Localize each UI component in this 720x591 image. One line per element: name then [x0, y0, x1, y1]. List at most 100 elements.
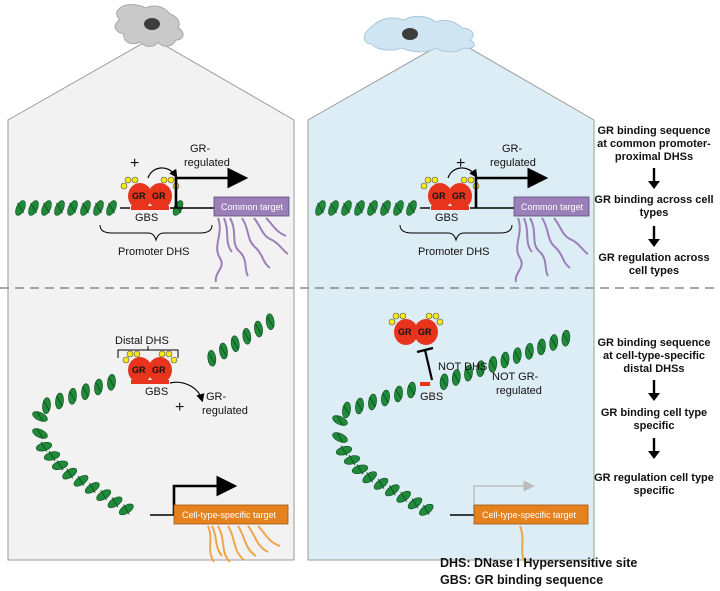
dna-helix-bottom-left — [32, 313, 275, 516]
promoter-dhs-label: Promoter DHS — [418, 246, 490, 258]
svg-text:cell types: cell types — [629, 265, 679, 277]
gr-regulated-label-1: GR- — [206, 391, 227, 403]
not-gr-regulated-label-1: NOT GR- — [492, 371, 539, 383]
tss-arrow — [474, 167, 549, 208]
inhibition-bar — [423, 349, 434, 381]
dna-coil-stripe — [108, 377, 115, 388]
dna-coil-stripe — [388, 485, 396, 496]
dna-coil-stripe — [317, 202, 324, 214]
svg-text:specific: specific — [634, 485, 675, 497]
dna-coil-stripe — [30, 202, 37, 214]
plus-sign: + — [175, 399, 184, 416]
dna-coil-stripe — [343, 202, 350, 214]
dna-coil-stripe — [356, 400, 363, 412]
plus-sign: + — [130, 155, 139, 172]
gr-label: GR — [432, 191, 446, 201]
dna-coil-stripe — [243, 331, 251, 342]
gr-dimer-top-right: GR GR — [420, 176, 480, 210]
dna-coil-stripe — [336, 415, 344, 426]
dna-coil-stripe — [255, 323, 262, 335]
dna-coil-stripe — [526, 346, 533, 357]
common-target-label: Common target — [521, 202, 584, 212]
svg-text:GR binding sequence: GR binding sequence — [597, 125, 710, 137]
svg-text:GR binding cell type: GR binding cell type — [601, 407, 707, 419]
dna-coil-stripe — [408, 202, 415, 214]
not-dhs-label: NOT DHS — [438, 361, 487, 373]
right-panel — [307, 37, 595, 561]
dna-coil-stripe — [452, 372, 460, 383]
dna-coil-stripe — [356, 464, 364, 475]
left-panel — [7, 37, 295, 561]
gbs-label: GBS — [420, 391, 443, 403]
gr-label: GR — [452, 191, 466, 201]
transcripts-top-right — [514, 217, 589, 283]
down-arrow-icon — [648, 393, 660, 401]
dna-coil-stripe — [489, 359, 497, 370]
dna-coil-stripe — [440, 376, 448, 388]
cell-specific-target-box — [473, 504, 589, 525]
dna-coil-stripe — [69, 202, 76, 214]
gbs-label: GBS — [145, 386, 168, 398]
gbs-label: GBS — [135, 212, 158, 224]
dna-coil-stripe — [36, 411, 44, 422]
dna-coil-stripe — [343, 404, 350, 416]
dna-coil-stripe — [17, 202, 24, 214]
dna-coil-stripe — [111, 497, 119, 508]
dna-coil-stripe — [330, 202, 337, 214]
dna-coil-stripe — [48, 450, 56, 462]
transcripts-top-left — [214, 217, 289, 283]
gr-dimer-top-left: GR GR — [120, 176, 180, 210]
dna-coil-stripe — [513, 350, 521, 361]
dna-coil-stripe — [43, 400, 50, 411]
transcript-single — [519, 525, 527, 565]
dna-coil-stripe — [100, 489, 108, 501]
gr-dimer-bottom-right-unbound: GR GR — [388, 312, 444, 345]
dna-coil-stripe — [356, 202, 363, 214]
dna-coil-stripe — [208, 353, 216, 364]
dna-coil-stripe — [366, 472, 374, 483]
gr-dimer-bottom-left: GR GR — [122, 350, 178, 384]
dna-coil-stripe — [400, 491, 408, 503]
dna-coil-stripe — [122, 504, 130, 515]
dna-coil-stripe — [377, 478, 385, 490]
dna-coil-stripe — [382, 392, 389, 404]
dna-helix-top-left — [15, 200, 184, 216]
promoter-bracket — [399, 224, 513, 242]
dna-coil-stripe — [40, 441, 48, 452]
gbs-label: GBS — [435, 212, 458, 224]
dna-coil-stripe — [336, 432, 344, 443]
dna-helix-bottom-right — [332, 329, 571, 516]
cell-specific-target-box — [173, 504, 289, 525]
gr-regulated-label-2: regulated — [184, 157, 230, 169]
legend-gbs: GBS: GR binding sequence — [440, 573, 603, 587]
gr-regulated-label-1: GR- — [502, 143, 523, 155]
common-target-box — [513, 196, 590, 217]
dna-coil-stripe — [477, 363, 484, 374]
dna-coil-stripe — [108, 202, 115, 214]
dna-coil-stripe — [501, 354, 509, 366]
dna-coil-stripe — [382, 202, 389, 214]
transcripts-bottom-left — [207, 525, 281, 563]
not-gr-regulated-label-2: regulated — [496, 385, 542, 397]
dna-coil-stripe — [411, 498, 419, 509]
svg-text:at cell-type-specific: at cell-type-specific — [603, 350, 705, 362]
svg-text:types: types — [640, 207, 669, 219]
dna-coil-stripe — [69, 391, 76, 402]
dna-coil-stripe — [95, 202, 102, 214]
gbs-mark — [420, 382, 430, 386]
gr-regulated-label-2: regulated — [202, 405, 248, 417]
dna-coil-stripe — [56, 460, 64, 471]
dna-coil-stripe — [395, 202, 402, 214]
svg-text:GR regulation across: GR regulation across — [598, 252, 709, 264]
plus-sign: + — [456, 155, 465, 172]
svg-text:GR binding across cell: GR binding across cell — [594, 194, 713, 206]
dna-coil-stripe — [56, 202, 63, 214]
distal-dhs-label: Distal DHS — [115, 335, 169, 347]
dna-coil-stripe — [369, 202, 376, 214]
svg-text:proximal DHSs: proximal DHSs — [615, 151, 693, 163]
gr-regulated-label-2: regulated — [490, 157, 536, 169]
cell-left-icon — [114, 4, 184, 47]
cell-right-icon — [363, 15, 475, 53]
cell-specific-target-label: Cell-type-specific target — [482, 510, 577, 520]
